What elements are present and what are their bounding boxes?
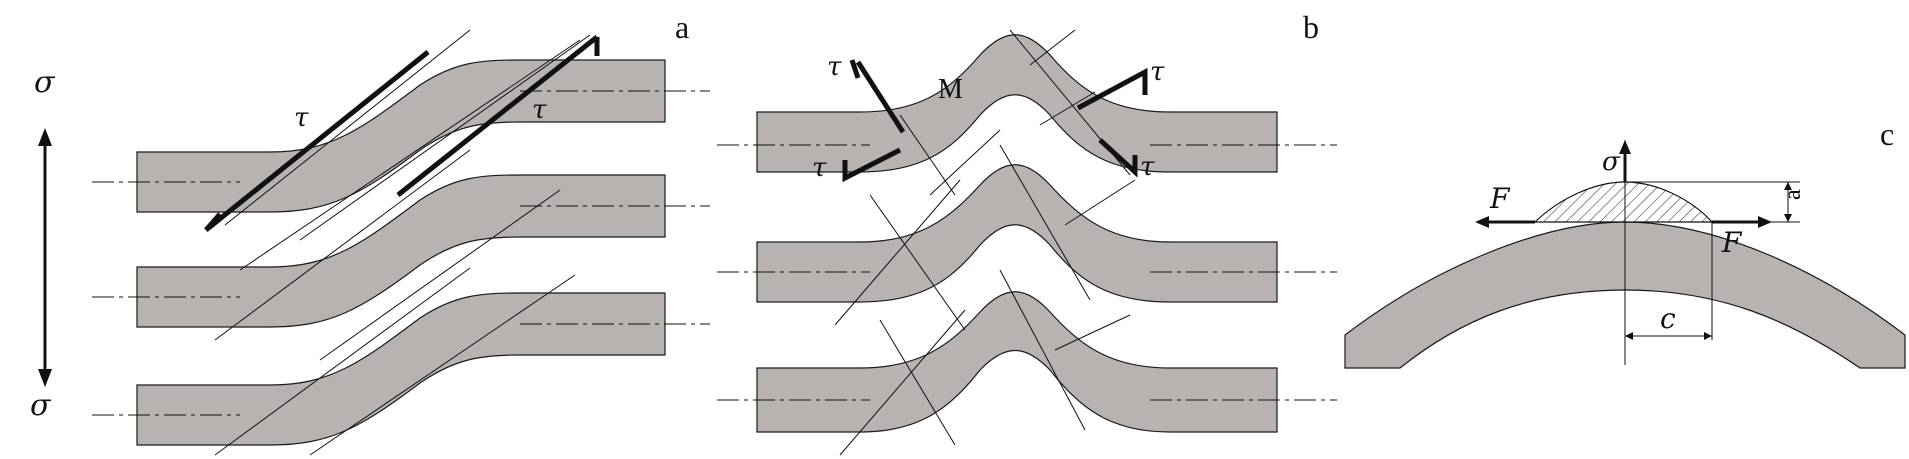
arrow-head-up-icon — [1784, 182, 1792, 190]
dim-c-label: c — [1660, 302, 1676, 335]
arrow-head-up-icon — [38, 128, 52, 146]
shear-arrow-tl — [855, 60, 906, 134]
band-a-2 — [136, 174, 666, 328]
slip-line — [309, 274, 576, 456]
arrow-head-down-icon — [38, 369, 52, 387]
arrow-head-down-icon — [1784, 214, 1792, 222]
panel-c: c σ F F a c — [1344, 116, 1906, 369]
panel-label-a: a — [675, 9, 689, 45]
shear-arrow-left-head — [204, 212, 222, 232]
arrow-head-right-icon — [1758, 216, 1772, 228]
tau-label: τ — [812, 153, 827, 183]
shear-arrow-bl — [842, 147, 902, 183]
arrow-head-up-icon — [1619, 140, 1631, 154]
arrow-head-left-icon — [1625, 332, 1633, 340]
shear-arrow-left — [204, 50, 430, 232]
sigma-bottom-label: σ — [30, 388, 52, 423]
band-b-3 — [756, 291, 1278, 433]
slip-line — [999, 269, 1086, 431]
slip-line — [214, 149, 471, 341]
panel-label-c: c — [1880, 116, 1894, 152]
band-b-2 — [756, 164, 1278, 303]
slip-line — [1064, 179, 1136, 226]
shear-arrow-tl-head — [849, 59, 861, 79]
slip-line — [899, 114, 956, 196]
arrow-head-right-icon — [1704, 332, 1712, 340]
moment-label: M — [938, 74, 963, 105]
tau-label: τ — [294, 103, 309, 133]
slip-line — [319, 189, 561, 361]
slip-line — [999, 144, 1091, 301]
slip-line — [1054, 314, 1131, 351]
sigma-label: σ — [1602, 147, 1621, 177]
slip-line — [1039, 91, 1096, 126]
dim-a-label: a — [1780, 189, 1806, 200]
sigma-top-label: σ — [34, 65, 56, 100]
band-b-1 — [756, 34, 1278, 173]
band-a-3 — [136, 292, 666, 446]
panel-a: a σ σ τ τ — [30, 9, 710, 456]
arrow-head-left-icon — [1475, 216, 1489, 228]
shear-arrow-tr — [1076, 67, 1148, 111]
shear-arrow-right — [396, 35, 599, 197]
shear-arrow-br — [1098, 138, 1138, 178]
slip-line — [879, 319, 956, 446]
slip-line — [834, 179, 961, 326]
slip-line — [929, 129, 1001, 196]
slip-line — [839, 309, 966, 456]
slip-line — [869, 194, 966, 331]
slip-line — [299, 34, 591, 241]
tau-label: τ — [827, 52, 842, 82]
slip-line — [224, 29, 471, 226]
hatched-cap — [1533, 181, 1714, 223]
panel-b: b M τ τ τ τ — [717, 9, 1337, 456]
slip-line — [1029, 29, 1076, 66]
tau-label: τ — [1140, 152, 1155, 182]
force-label-left: F — [1489, 182, 1511, 215]
arch-body — [1344, 221, 1906, 369]
slip-line — [214, 267, 471, 456]
slip-line — [239, 39, 581, 271]
panel-label-b: b — [1303, 9, 1319, 45]
force-label-right: F — [1721, 226, 1743, 259]
tau-label: τ — [1150, 57, 1165, 87]
tau-label: τ — [532, 95, 547, 125]
